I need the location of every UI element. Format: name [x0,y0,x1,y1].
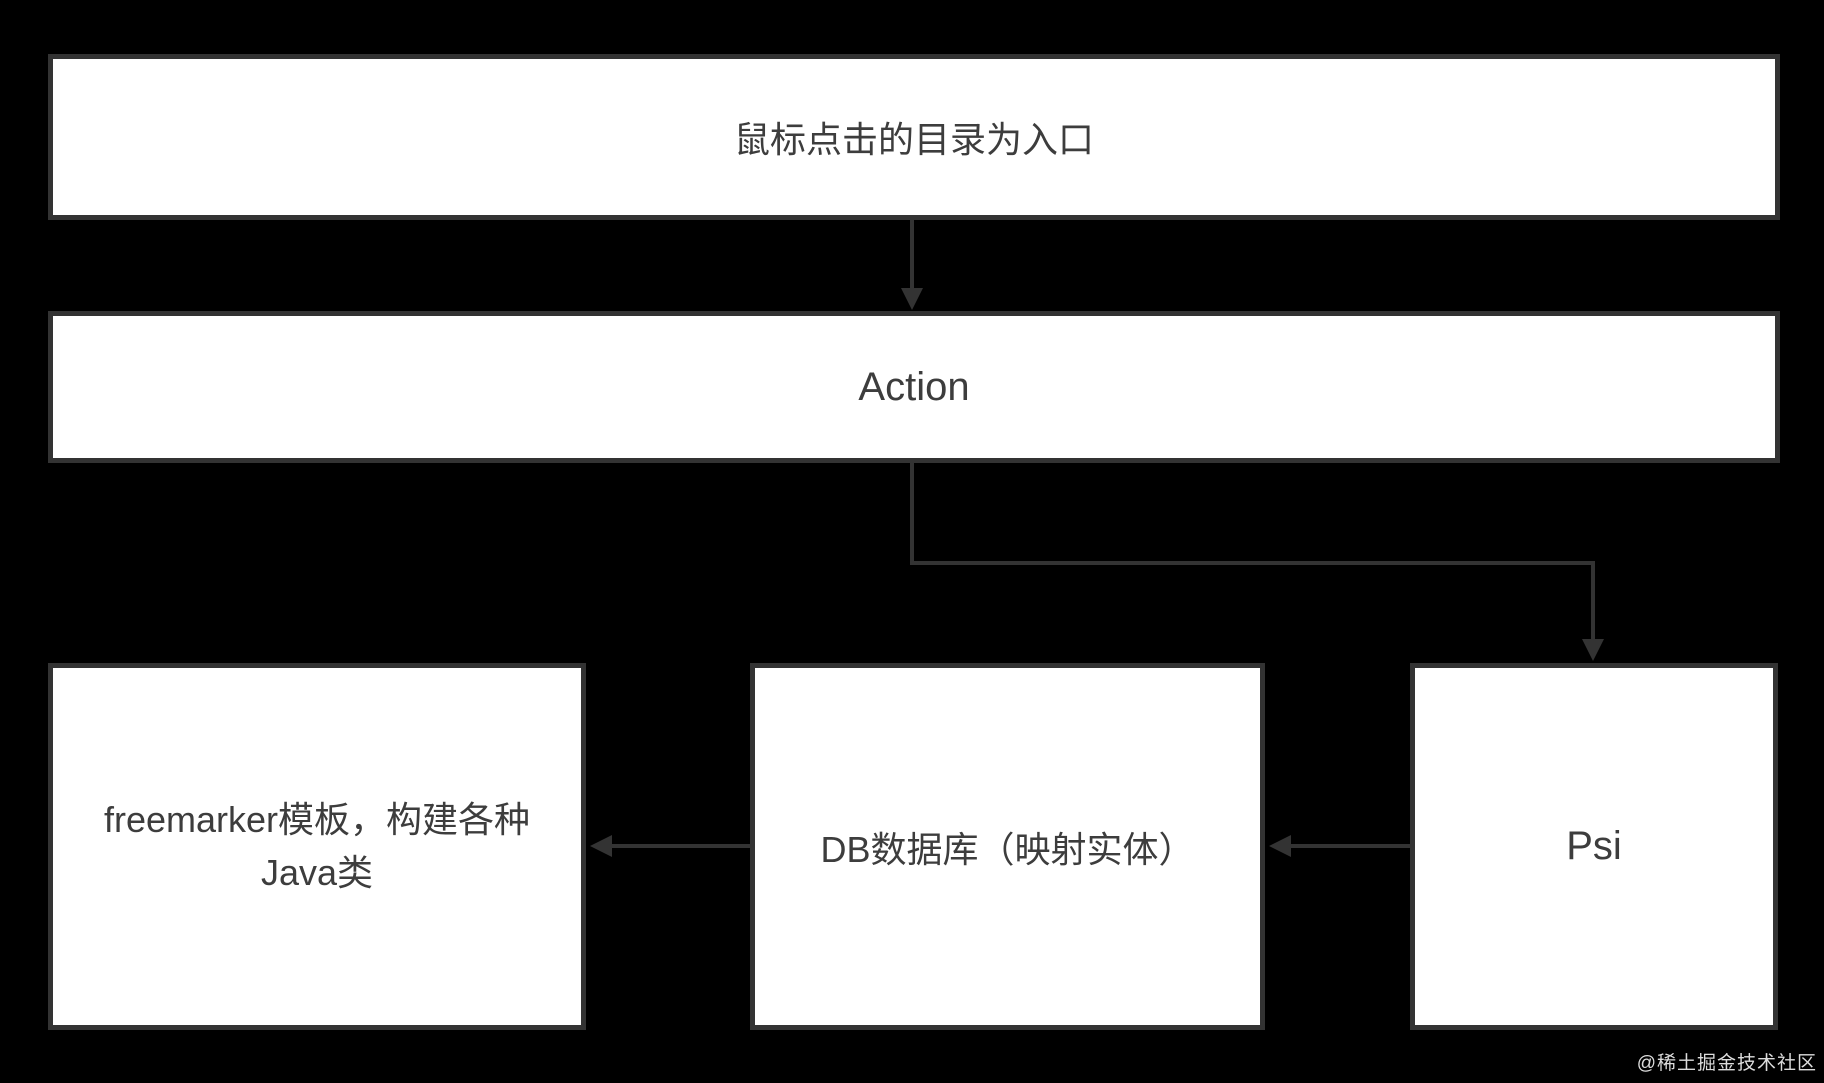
connector-action-psi-segment-down2 [1591,561,1595,641]
connector-psi-db-line [1291,844,1410,848]
node-db-database: DB数据库（映射实体） [750,663,1265,1030]
connector-db-freemarker-line [612,844,750,848]
connector-action-psi-arrowhead [1582,639,1604,661]
node-freemarker-template: freemarker模板，构建各种 Java类 [48,663,586,1030]
watermark-text: @稀土掘金技术社区 [1636,1053,1817,1074]
connector-entry-action-line [910,220,914,290]
node-db-label: DB数据库（映射实体） [820,828,1195,870]
node-freemarker-label-line2: Java类 [260,851,374,893]
connector-psi-db-arrowhead [1269,835,1291,857]
node-freemarker-label-line1: freemarker模板，构建各种 [103,799,531,841]
connector-action-psi-segment-down [910,463,914,565]
connector-db-freemarker-arrowhead [590,835,612,857]
node-psi-label: Psi [1566,824,1622,868]
node-entry-directory: 鼠标点击的目录为入口 [48,54,1780,220]
node-action: Action [48,311,1780,463]
node-psi: Psi [1410,663,1778,1030]
node-entry-label: 鼠标点击的目录为入口 [733,119,1094,160]
node-action-label: Action [858,364,970,409]
connector-entry-action-arrowhead [901,288,923,310]
connector-action-psi-segment-right [910,561,1595,565]
